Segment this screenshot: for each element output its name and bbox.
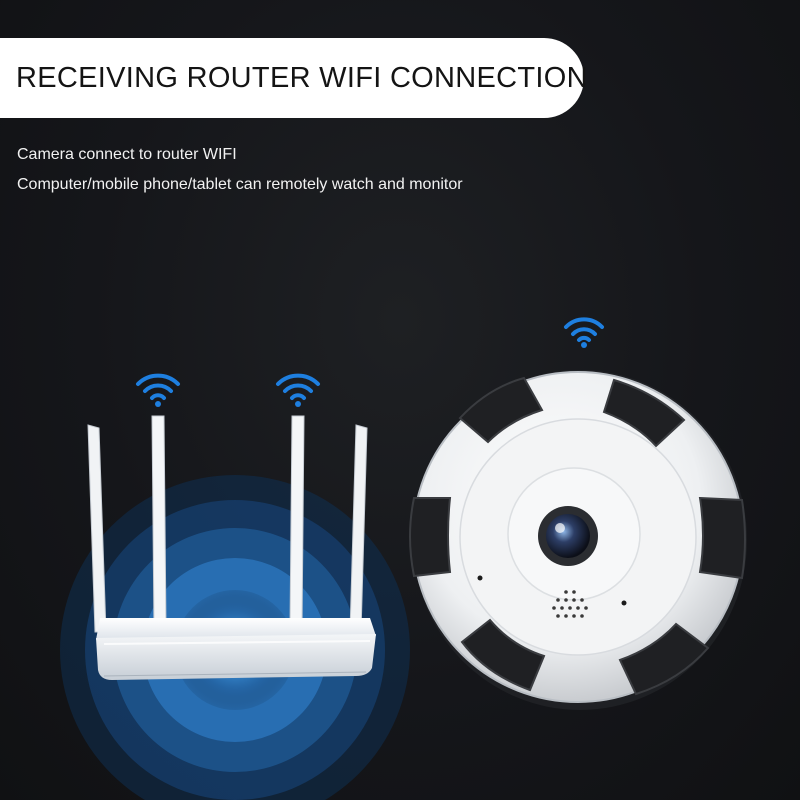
caption-line-1: Camera connect to router WIFI — [17, 146, 237, 163]
router-antenna — [289, 415, 305, 629]
speaker-grille — [552, 590, 588, 618]
title-banner: RECEIVING ROUTER WIFI CONNECTION — [0, 38, 588, 118]
wifi-icon — [564, 317, 604, 348]
ir-led-panels — [409, 376, 746, 696]
router-antenna — [151, 415, 167, 629]
wifi-icon — [276, 373, 320, 407]
panoramic-camera — [409, 370, 747, 710]
caption-line-2: Computer/mobile phone/tablet can remotel… — [17, 176, 463, 193]
wifi-icon — [136, 373, 180, 407]
page-title: RECEIVING ROUTER WIFI CONNECTION — [16, 61, 588, 94]
router — [87, 415, 376, 680]
